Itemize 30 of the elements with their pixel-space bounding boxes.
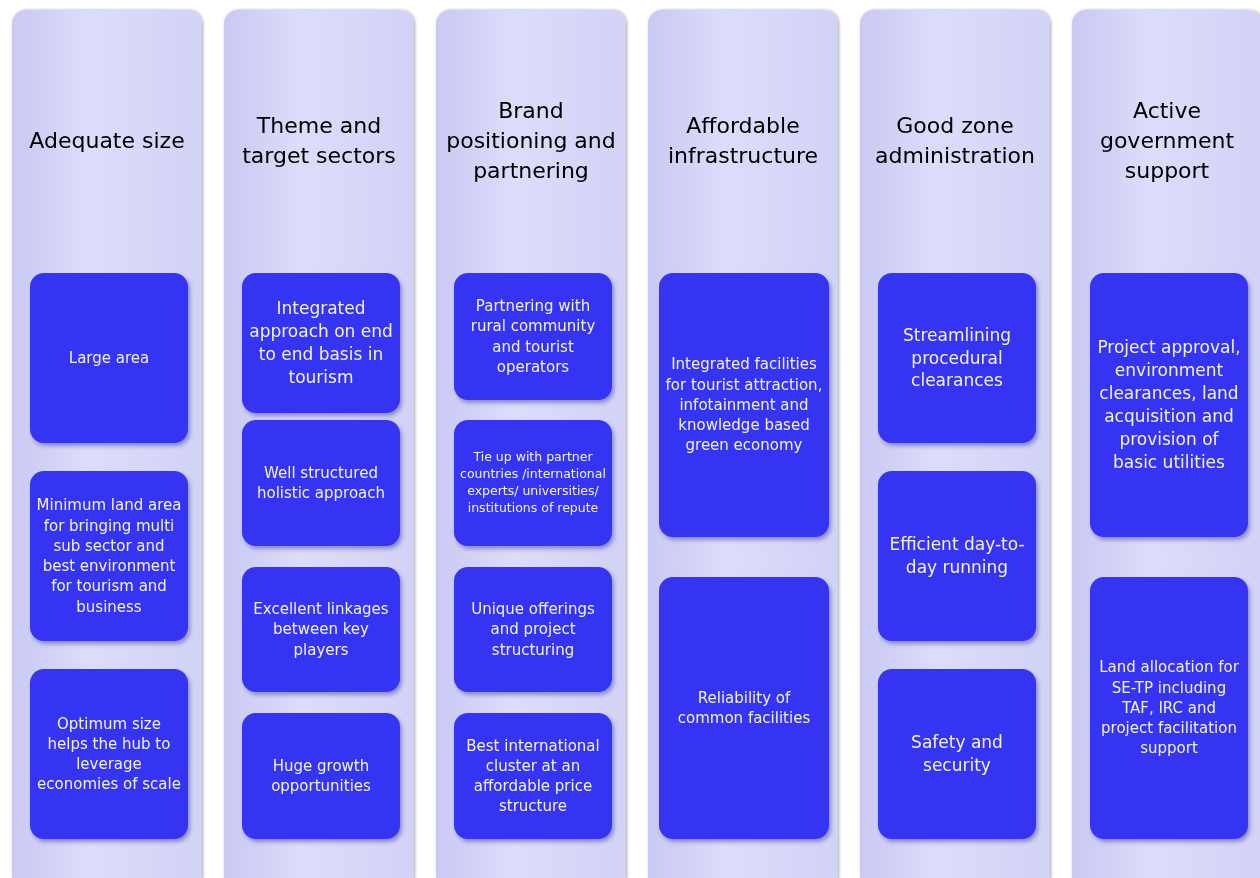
- column-panel: [648, 10, 838, 878]
- text-card: Well structured holistic approach: [242, 420, 400, 546]
- column-panel: [860, 10, 1050, 878]
- text-card: Tie up with partner countries /international experts/ universities/ institutions of repute: [454, 420, 612, 546]
- text-card: Minimum land area for bringing multi sub sector and best environment for tourism and business: [30, 471, 188, 641]
- column-heading: Good zone administration: [874, 112, 1036, 170]
- column-heading: Theme and target sectors: [241, 112, 397, 170]
- text-card: Project approval, environment clearances, land acquisition and provision of basic utilities: [1090, 273, 1248, 537]
- column-panel: [436, 10, 626, 878]
- column-panel: [1072, 10, 1260, 878]
- column-heading: Brand positioning and partnering: [445, 97, 617, 185]
- text-card: Optimum size helps the hub to leverage economies of scale: [30, 669, 188, 839]
- text-card: Huge growth opportunities: [242, 713, 400, 839]
- column-panel: [12, 10, 202, 878]
- text-card: Integrated facilities for tourist attraction, infotainment and knowledge based green economy: [659, 273, 829, 537]
- text-card: Partnering with rural community and tourist operators: [454, 273, 612, 400]
- text-card: Land allocation for SE-TP including TAF, IRC and project facilitation support: [1090, 577, 1248, 839]
- text-card: Best international cluster at an affordable price structure: [454, 713, 612, 839]
- column-panel: [224, 10, 414, 878]
- text-card: Reliability of common facilities: [659, 577, 829, 839]
- column-heading: Active government support: [1098, 97, 1236, 185]
- text-card: Excellent linkages between key players: [242, 567, 400, 692]
- text-card: Safety and security: [878, 669, 1036, 839]
- text-card: Unique offerings and project structuring: [454, 567, 612, 692]
- text-card: Integrated approach on end to end basis in tourism: [242, 273, 400, 413]
- column-heading: Affordable infrastructure: [666, 112, 820, 170]
- column-heading: Adequate size: [28, 127, 186, 156]
- text-card: Streamlining procedural clearances: [878, 273, 1036, 443]
- text-card: Efficient day-to-day running: [878, 471, 1036, 641]
- text-card: Large area: [30, 273, 188, 443]
